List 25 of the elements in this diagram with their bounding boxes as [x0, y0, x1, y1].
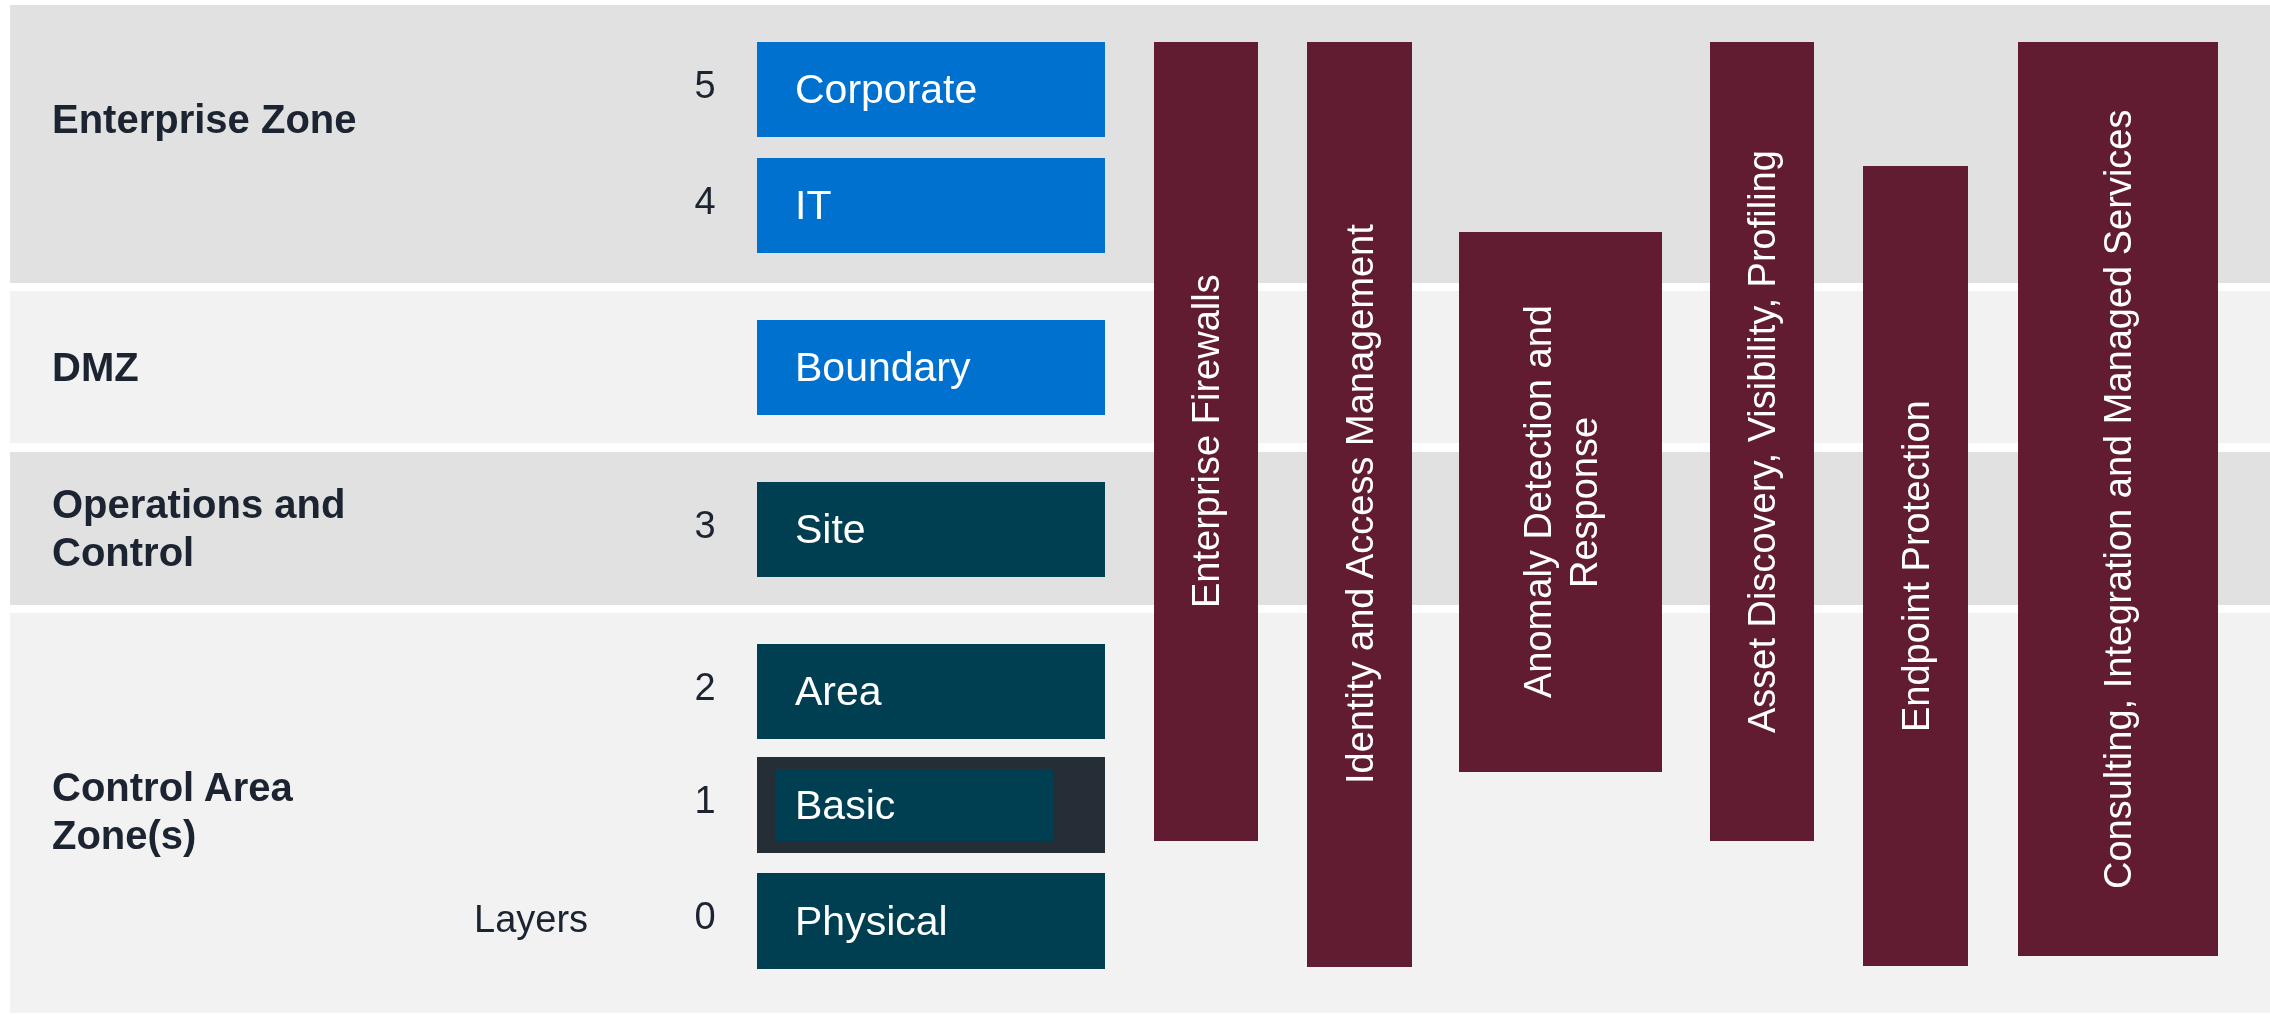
zone-heading: Operations and Control: [52, 481, 347, 576]
layer-box: [757, 757, 1105, 853]
layer-number: 2: [693, 666, 717, 709]
layer-box: Corporate: [757, 42, 1105, 137]
layer-box: Site: [757, 482, 1105, 577]
solution-bar: Asset Discovery, Visibility, Profiling: [1710, 42, 1814, 841]
solution-bar: Enterprise Firewalls: [1154, 42, 1258, 841]
zone-heading: Enterprise Zone: [52, 96, 358, 143]
layer-number: 1: [693, 779, 717, 822]
solution-bar: Identity and Access Management: [1307, 42, 1412, 967]
layer-number: 3: [693, 504, 717, 547]
layer-box: Boundary: [757, 320, 1105, 415]
solution-bar: Consulting, Integration and Managed Services: [2018, 42, 2218, 956]
layer-box: Physical: [757, 873, 1105, 969]
layer-label: Basic: [775, 769, 1053, 841]
zone-heading: DMZ: [52, 344, 140, 391]
layer-box: IT: [757, 158, 1105, 253]
layer-axis-label: Layers: [474, 898, 589, 941]
layer-number: 5: [693, 64, 717, 107]
solution-bar: Anomaly Detection and Response: [1459, 232, 1662, 772]
layer-number: 4: [693, 180, 717, 223]
solution-bar: Endpoint Protection: [1863, 166, 1968, 966]
layer-number: 0: [693, 895, 717, 938]
zone-heading: Control Area Zone(s): [52, 764, 294, 859]
layer-box: Area: [757, 644, 1105, 739]
